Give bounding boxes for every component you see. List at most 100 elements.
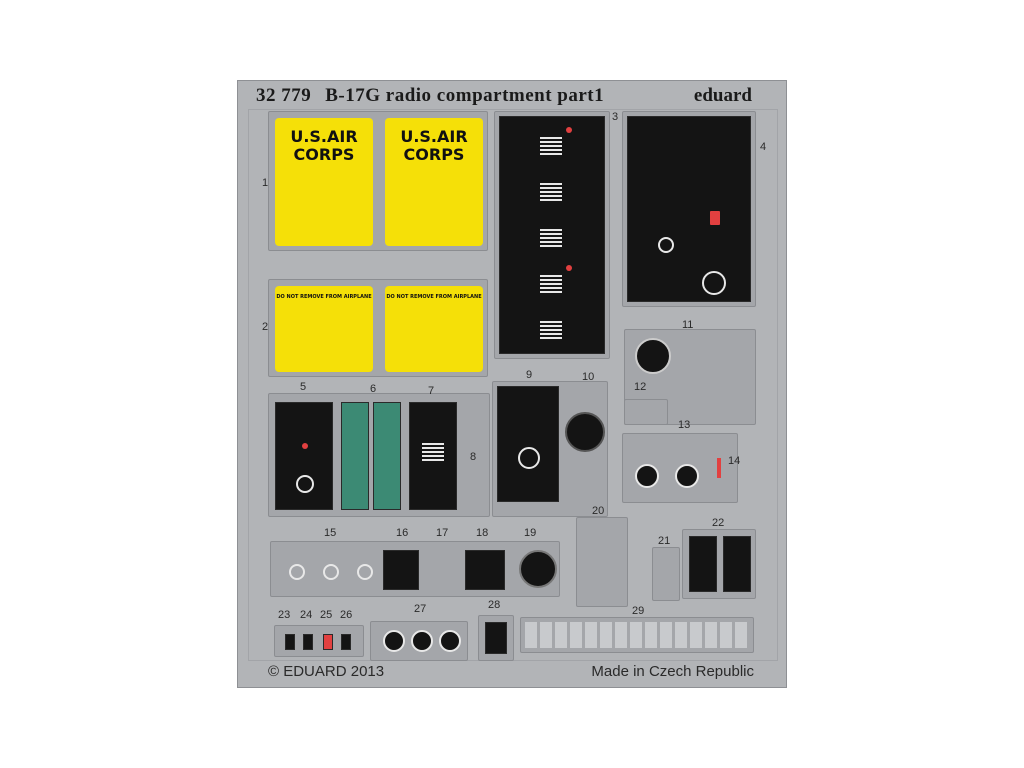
part-1-frame: U.S.AIR CORPS U.S.AIR CORPS	[268, 111, 488, 251]
knob	[383, 630, 405, 652]
part-6-strip-right	[373, 402, 401, 510]
part-number: 4	[760, 141, 767, 153]
knob	[411, 630, 433, 652]
red-placard	[710, 211, 720, 225]
part-20-frame	[576, 517, 628, 607]
part-number: 17	[436, 527, 449, 539]
part-number: 10	[582, 371, 595, 383]
knob	[439, 630, 461, 652]
knob	[323, 564, 339, 580]
gauge-dial	[518, 447, 540, 469]
part-4-frame	[622, 111, 756, 307]
indicator-light	[566, 265, 572, 271]
part-number: 28	[488, 599, 501, 611]
part-22-frame	[682, 529, 756, 599]
part-1-placard-right: U.S.AIR CORPS	[385, 118, 483, 246]
part-number: 21	[658, 535, 671, 547]
knob	[289, 564, 305, 580]
part-5-8-frame	[268, 393, 490, 517]
part-2-placard-left: DO NOT REMOVE FROM AIRPLANE	[275, 286, 373, 372]
part-number: 18	[476, 527, 489, 539]
part-number: 24	[300, 609, 313, 621]
origin-text: Made in Czech Republic	[591, 663, 754, 680]
part-11-pivot	[635, 338, 671, 374]
part-22-panel-right	[723, 536, 751, 592]
knob	[357, 564, 373, 580]
part-26	[341, 634, 351, 650]
part-number: 16	[396, 527, 409, 539]
radio-grill	[540, 275, 562, 295]
knob	[658, 237, 674, 253]
indicator-light	[302, 443, 308, 449]
part-29-strips	[525, 622, 749, 648]
part-2-frame: DO NOT REMOVE FROM AIRPLANE DO NOT REMOV…	[268, 279, 488, 377]
sheet-title: 32 779 B-17G radio compartment part1	[256, 85, 604, 107]
gauge-dial	[702, 271, 726, 295]
part-10-disc	[565, 412, 605, 452]
product-code: 32 779	[256, 85, 312, 106]
part-number: 1	[262, 177, 269, 189]
part-number: 29	[632, 605, 645, 617]
radio-grill	[540, 229, 562, 249]
indicator-light	[566, 127, 572, 133]
part-21-frame	[652, 547, 680, 601]
part-number: 20	[592, 505, 605, 517]
do-not-remove-text: DO NOT REMOVE FROM AIRPLANE	[276, 294, 372, 300]
part-number: 22	[712, 517, 725, 529]
part-28-panel	[485, 622, 507, 654]
photo-etch-fret: 32 779 B-17G radio compartment part1 edua…	[237, 80, 787, 688]
part-number: 19	[524, 527, 537, 539]
part-12-frame	[624, 399, 668, 425]
part-23	[285, 634, 295, 650]
part-19-gauge	[519, 550, 557, 588]
part-25	[323, 634, 333, 650]
part-number: 26	[340, 609, 353, 621]
part-number: 27	[414, 603, 427, 615]
part-6-strip-left	[341, 402, 369, 510]
part-2-placard-right: DO NOT REMOVE FROM AIRPLANE	[385, 286, 483, 372]
part-29-frame	[520, 617, 754, 653]
knob	[296, 475, 314, 493]
part-number: 23	[278, 609, 291, 621]
part-3-radio-stack	[499, 116, 605, 354]
part-5-panel	[275, 402, 333, 510]
part-18-panel	[465, 550, 505, 590]
knob	[635, 464, 659, 488]
part-number: 5	[300, 381, 307, 393]
part-number: 12	[634, 381, 647, 393]
part-number: 9	[526, 369, 533, 381]
radio-grill	[540, 321, 562, 341]
part-9-10-frame	[492, 381, 608, 517]
part-number: 11	[682, 319, 694, 331]
part-number: 14	[728, 455, 741, 467]
part-number: 15	[324, 527, 337, 539]
product-title: B-17G radio compartment part1	[325, 85, 605, 106]
part-15-19-frame	[270, 541, 560, 597]
part-13-frame	[622, 433, 738, 503]
part-24	[303, 634, 313, 650]
part-number: 25	[320, 609, 333, 621]
usac-text: U.S.AIR CORPS	[400, 127, 468, 164]
part-number: 8	[470, 451, 477, 463]
radio-grill	[540, 183, 562, 203]
part-number: 6	[370, 383, 377, 395]
part-16-panel	[383, 550, 419, 590]
part-4-control-panel	[627, 116, 751, 302]
part-28-frame	[478, 615, 514, 661]
part-number: 3	[612, 111, 619, 123]
part-27-frame	[370, 621, 468, 661]
part-23-26-frame	[274, 625, 364, 657]
part-9-panel	[497, 386, 559, 502]
part-1-placard-left: U.S.AIR CORPS	[275, 118, 373, 246]
copyright-text: © EDUARD 2013	[268, 663, 385, 680]
do-not-remove-text: DO NOT REMOVE FROM AIRPLANE	[386, 294, 482, 300]
part-14-red-marking	[717, 458, 721, 478]
part-number: 13	[678, 419, 691, 431]
part-number: 2	[262, 321, 269, 333]
part-number: 7	[428, 385, 435, 397]
brand-name: eduard	[693, 85, 752, 106]
part-22-panel-left	[689, 536, 717, 592]
part-7-panel	[409, 402, 457, 510]
radio-grill	[540, 137, 562, 157]
knob	[675, 464, 699, 488]
